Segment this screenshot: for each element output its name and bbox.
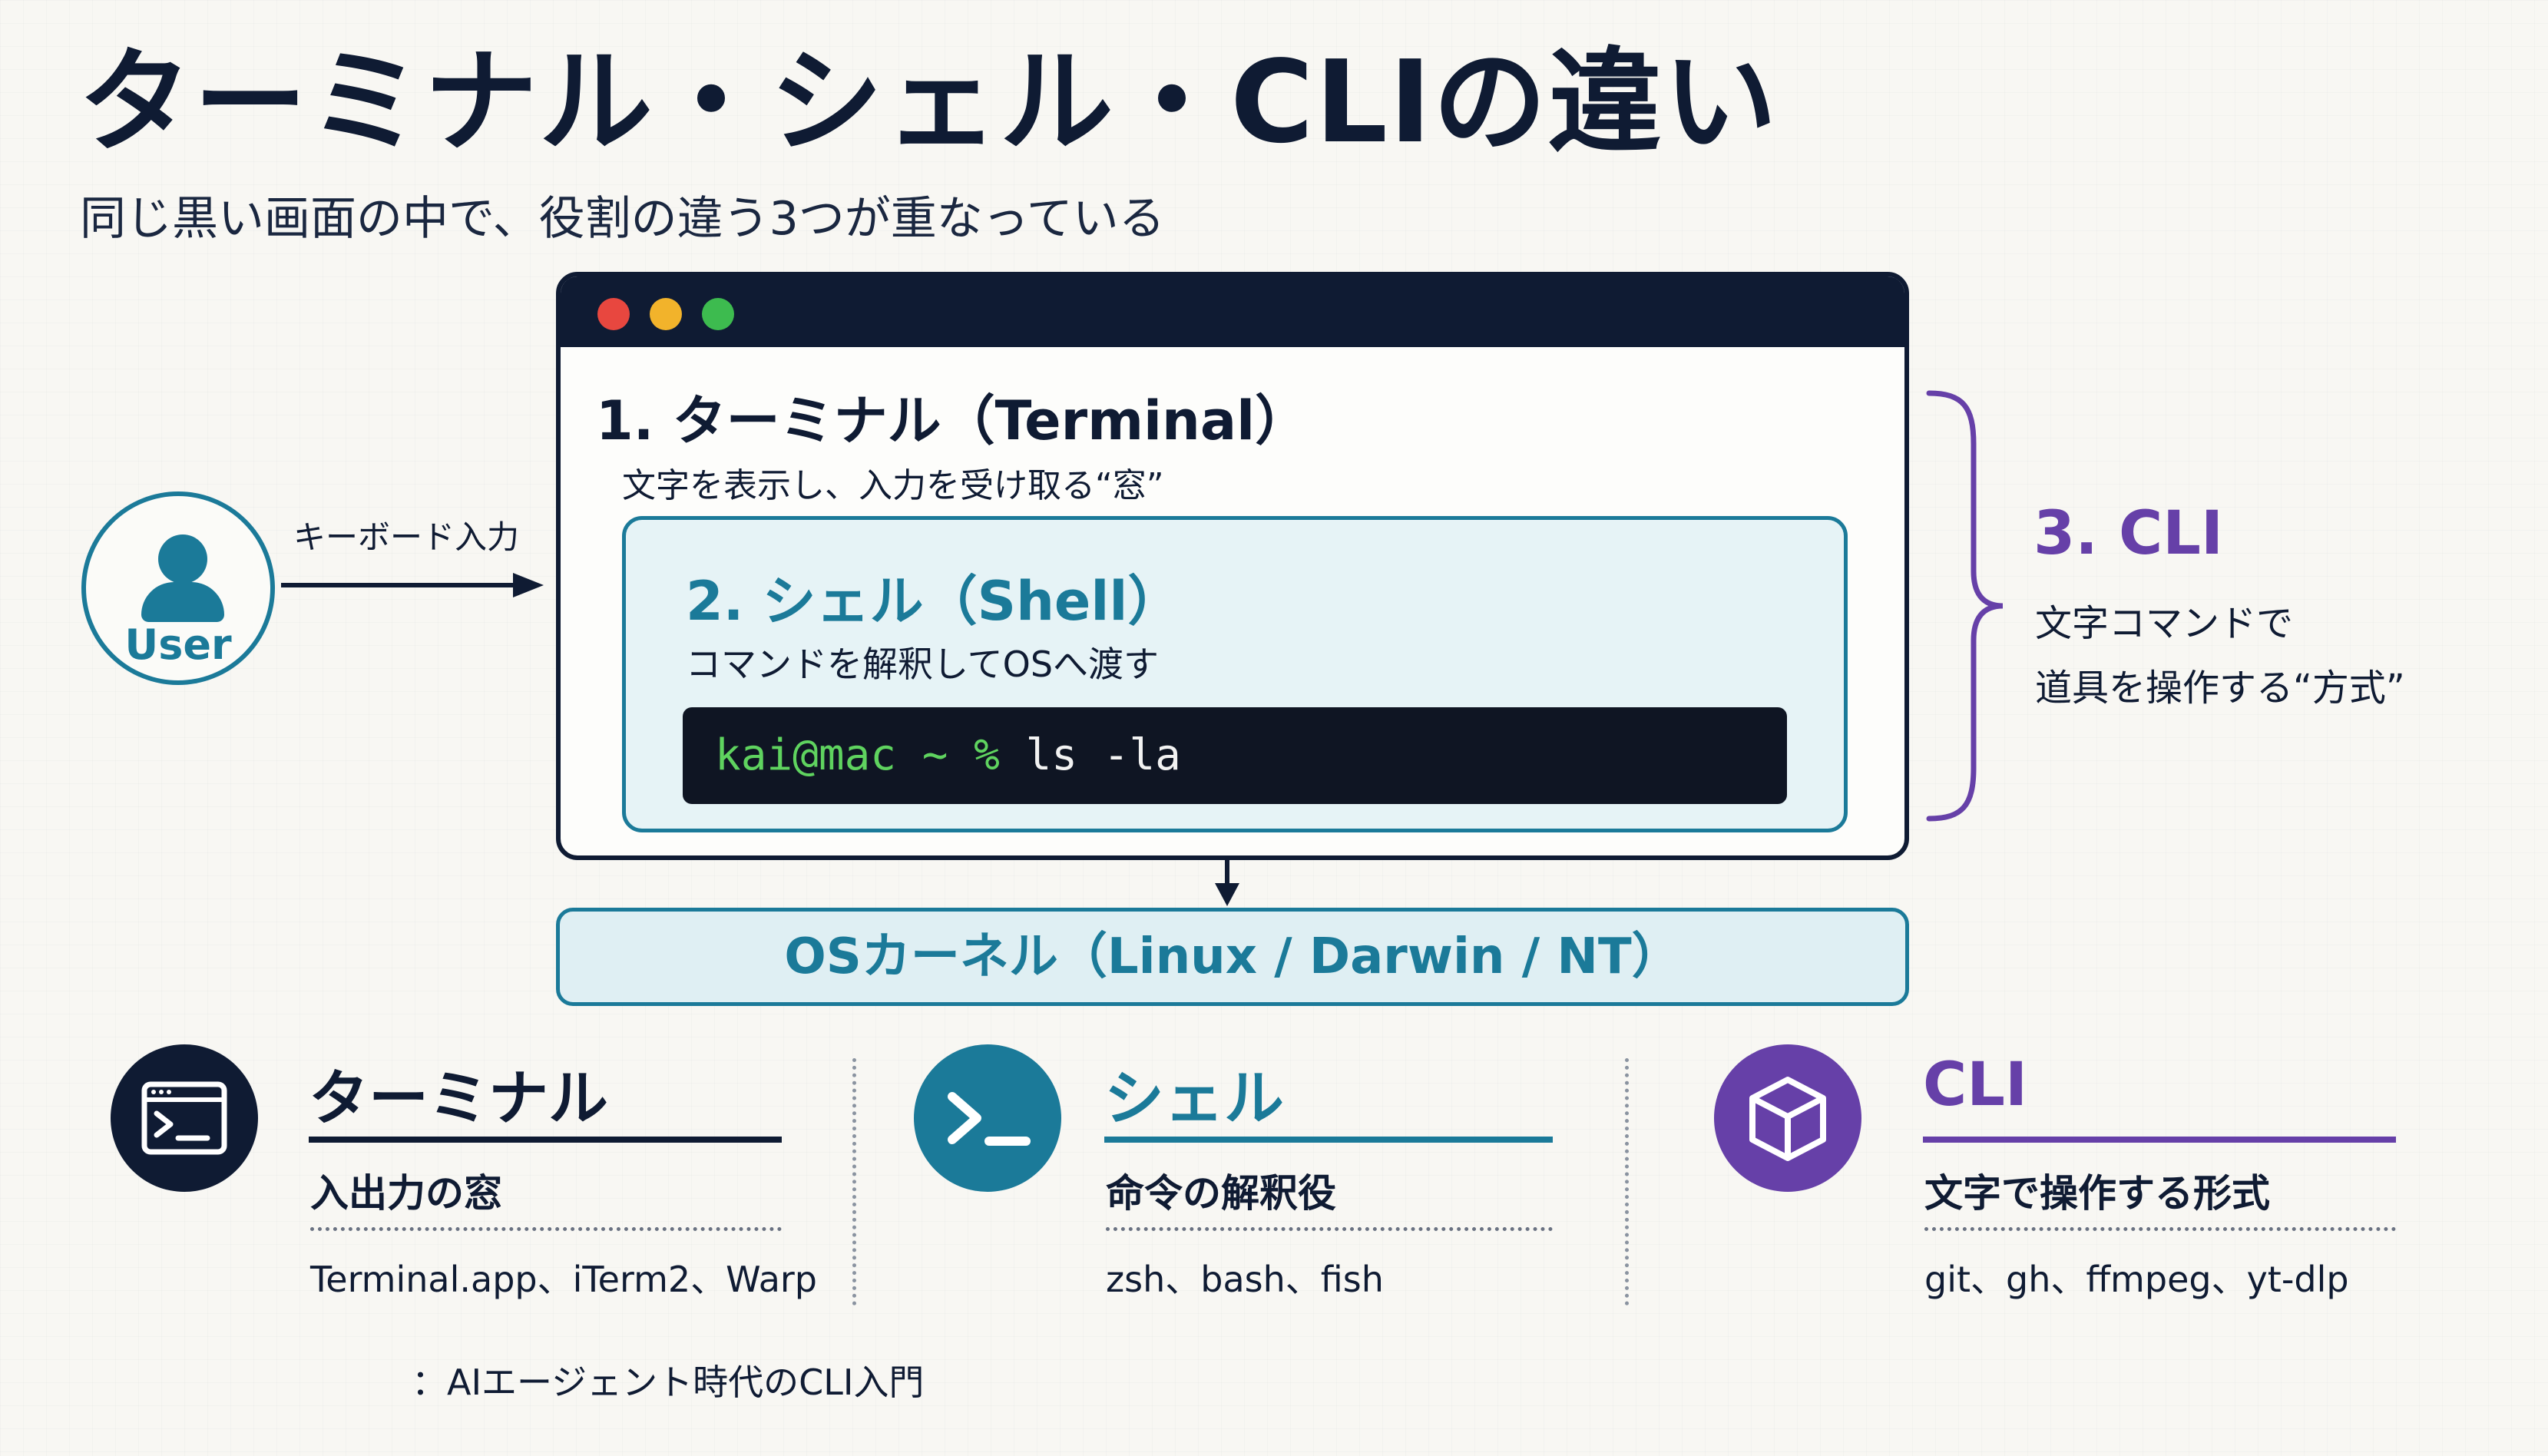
card-terminal-divider — [310, 1227, 782, 1231]
page-subtitle: 同じ黒い画面の中で、役割の違う3つが重なっている — [80, 192, 1165, 246]
footer-source: ：AIエージェント時代のCLI入門 — [412, 1362, 925, 1403]
cli-description: 文字コマンドで 道具を操作する“方式” — [2035, 591, 2405, 720]
card-cli-subtitle: 文字で操作する形式 — [1924, 1171, 2270, 1216]
terminal-title-bar — [561, 276, 1904, 347]
keyboard-input-label: キーボード入力 — [293, 518, 520, 556]
card-terminal-title: ターミナル — [309, 1064, 609, 1133]
card-shell-subtitle: 命令の解釈役 — [1106, 1171, 1336, 1216]
minimize-dot-icon — [650, 298, 682, 330]
cli-description-line-1: 文字コマンドで — [2035, 602, 2294, 645]
down-arrow-icon — [1215, 859, 1239, 906]
card-separator-1 — [852, 1058, 856, 1305]
card-terminal-subtitle: 入出力の窓 — [310, 1171, 502, 1216]
close-dot-icon — [597, 298, 630, 330]
shell-prompt-icon — [914, 1044, 1061, 1192]
cli-description-line-2: 道具を操作する“方式” — [2035, 667, 2405, 710]
cli-brace — [1926, 390, 2004, 822]
card-shell-examples: zsh、bash、fish — [1106, 1259, 1384, 1300]
card-cli-underline — [1923, 1137, 2396, 1143]
card-cli-title: CLI — [1923, 1051, 2027, 1120]
maximize-dot-icon — [702, 298, 734, 330]
terminal-window: 1. ターミナル（Terminal） 文字を表示し、入力を受け取る“窓” 2. … — [556, 272, 1909, 860]
shell-prompt: kai@mac ~ % — [715, 730, 1000, 780]
card-separator-2 — [1625, 1058, 1629, 1305]
os-kernel-box: OSカーネル（Linux / Darwin / NT） — [556, 908, 1909, 1006]
card-shell-divider — [1106, 1227, 1553, 1231]
terminal-window-icon — [111, 1044, 258, 1192]
cube-icon — [1714, 1044, 1861, 1192]
cli-heading: 3. CLI — [2033, 499, 2224, 568]
page-title: ターミナル・シェル・CLIの違い — [78, 36, 1779, 168]
terminal-description: 文字を表示し、入力を受け取る“窓” — [622, 466, 1164, 505]
user-body-icon — [141, 582, 224, 622]
user-label: User — [124, 620, 232, 669]
card-cli-examples: git、gh、ffmpeg、yt-dlp — [1924, 1259, 2349, 1300]
terminal-heading: 1. ターミナル（Terminal） — [596, 389, 1309, 452]
card-shell-title: シェル — [1104, 1064, 1285, 1133]
card-shell-underline — [1104, 1137, 1553, 1143]
user-avatar: User — [81, 491, 275, 685]
user-head-icon — [158, 534, 207, 584]
command-line: kai@mac ~ % ls -la — [683, 707, 1787, 804]
shell-description: コマンドを解釈してOSへ渡す — [686, 644, 1160, 685]
shell-command: ls -la — [1025, 730, 1181, 780]
card-terminal-underline — [309, 1137, 782, 1143]
card-terminal-examples: Terminal.app、iTerm2、Warp — [310, 1259, 817, 1300]
shell-box: 2. シェル（Shell） コマンドを解釈してOSへ渡す kai@mac ~ %… — [622, 516, 1848, 832]
shell-heading: 2. シェル（Shell） — [686, 570, 1182, 633]
keyboard-input-arrow — [281, 573, 544, 597]
card-cli-divider — [1924, 1227, 2396, 1231]
